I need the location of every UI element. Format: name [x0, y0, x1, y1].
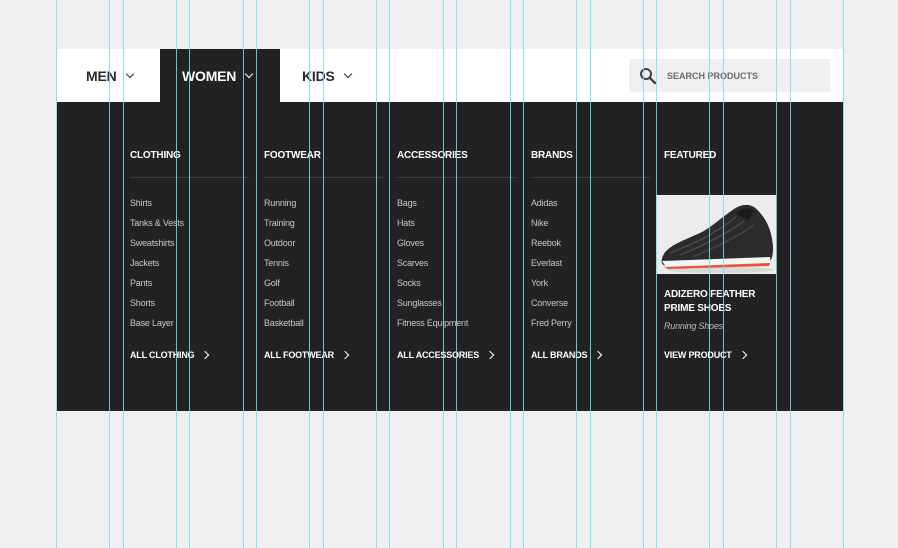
- featured-product-image[interactable]: [656, 195, 776, 274]
- all-link-label: ALL BRANDS: [531, 350, 588, 360]
- view-product-label: VIEW PRODUCT: [664, 350, 732, 360]
- column-divider: [130, 177, 249, 178]
- all-link-label: ALL CLOTHING: [130, 350, 195, 360]
- all-link-label: ALL ACCESSORIES: [397, 350, 480, 360]
- chevron-down-icon: [343, 69, 352, 79]
- menu-link[interactable]: Fitness Equipment: [397, 318, 469, 328]
- column-divider: [397, 177, 516, 178]
- menu-link[interactable]: Football: [264, 298, 295, 308]
- chevron-right-icon: [485, 350, 495, 360]
- column-heading: FEATURED: [664, 150, 717, 161]
- menu-link[interactable]: Shirts: [130, 198, 152, 208]
- column-divider: [531, 177, 650, 178]
- shoe-image: [656, 195, 776, 274]
- menu-link[interactable]: Bags: [397, 198, 417, 208]
- nav-item-kids[interactable]: KIDS: [302, 49, 352, 102]
- menu-link[interactable]: Jackets: [130, 258, 160, 268]
- guide-line: [843, 0, 844, 548]
- chevron-down-icon: [125, 69, 134, 79]
- chevron-right-icon: [201, 350, 210, 360]
- view-product-link[interactable]: VIEW PRODUCT: [664, 350, 747, 360]
- menu-link[interactable]: Outdoor: [264, 238, 296, 248]
- main-nav: MEN WOMEN KIDS: [57, 49, 843, 102]
- menu-link[interactable]: Adidas: [531, 198, 558, 208]
- menu-link[interactable]: Pants: [130, 278, 153, 288]
- column-link-list: Shirts Tanks & Vests Sweatshirts Jackets…: [130, 197, 184, 337]
- search-icon[interactable]: [639, 67, 657, 85]
- menu-link[interactable]: Running: [264, 198, 297, 208]
- chevron-right-icon: [340, 350, 350, 360]
- column-link-list: Bags Hats Gloves Scarves Socks Sunglasse…: [397, 197, 468, 337]
- menu-link[interactable]: Tanks & Vests: [130, 218, 184, 228]
- menu-link[interactable]: Converse: [531, 298, 568, 308]
- menu-link[interactable]: Gloves: [397, 238, 424, 248]
- chevron-down-icon: [244, 69, 254, 79]
- menu-link[interactable]: Shorts: [130, 298, 155, 308]
- menu-link[interactable]: Golf: [264, 278, 280, 288]
- search-input[interactable]: [665, 69, 829, 82]
- all-footwear-link[interactable]: ALL FOOTWEAR: [264, 350, 350, 360]
- chevron-right-icon: [594, 350, 603, 360]
- all-link-label: ALL FOOTWEAR: [264, 350, 334, 360]
- menu-link[interactable]: Sunglasses: [397, 298, 442, 308]
- all-accessories-link[interactable]: ALL ACCESSORIES: [397, 350, 495, 360]
- column-link-list: Running Training Outdoor Tennis Golf Foo…: [264, 197, 304, 337]
- search-box[interactable]: [629, 59, 830, 92]
- menu-link[interactable]: Basketball: [264, 318, 304, 328]
- nav-item-women[interactable]: WOMEN: [160, 49, 280, 102]
- column-heading: FOOTWEAR: [264, 150, 321, 161]
- menu-link[interactable]: Everlast: [531, 258, 562, 268]
- menu-link[interactable]: Fred Perry: [531, 318, 572, 328]
- featured-product-name[interactable]: ADIZERO FEATHER PRIME SHOES: [664, 289, 756, 314]
- menu-link[interactable]: Reebok: [531, 238, 561, 248]
- column-link-list: Adidas Nike Reebok Everlast York Convers…: [531, 197, 572, 337]
- menu-link[interactable]: Base Layer: [130, 318, 174, 328]
- column-divider: [264, 177, 383, 178]
- nav-item-label: KIDS: [302, 67, 335, 84]
- menu-link[interactable]: Training: [264, 218, 295, 228]
- menu-link[interactable]: Nike: [531, 218, 549, 228]
- column-heading: BRANDS: [531, 150, 573, 161]
- menu-link[interactable]: Tennis: [264, 258, 289, 268]
- menu-link[interactable]: York: [531, 278, 548, 288]
- all-clothing-link[interactable]: ALL CLOTHING: [130, 350, 210, 360]
- column-heading: CLOTHING: [130, 150, 181, 161]
- featured-product-category: Running Shoes: [664, 321, 723, 331]
- menu-link[interactable]: Sweatshirts: [130, 238, 175, 248]
- menu-link[interactable]: Socks: [397, 278, 421, 288]
- mega-menu-dropdown: CLOTHING Shirts Tanks & Vests Sweatshirt…: [57, 102, 843, 411]
- menu-link[interactable]: Scarves: [397, 258, 429, 268]
- menu-link[interactable]: Hats: [397, 218, 415, 228]
- chevron-right-icon: [738, 350, 747, 360]
- nav-item-men[interactable]: MEN: [86, 49, 134, 102]
- column-heading: ACCESSORIES: [397, 150, 468, 161]
- nav-item-label: WOMEN: [182, 67, 237, 84]
- nav-item-label: MEN: [86, 67, 117, 84]
- all-brands-link[interactable]: ALL BRANDS: [531, 350, 603, 360]
